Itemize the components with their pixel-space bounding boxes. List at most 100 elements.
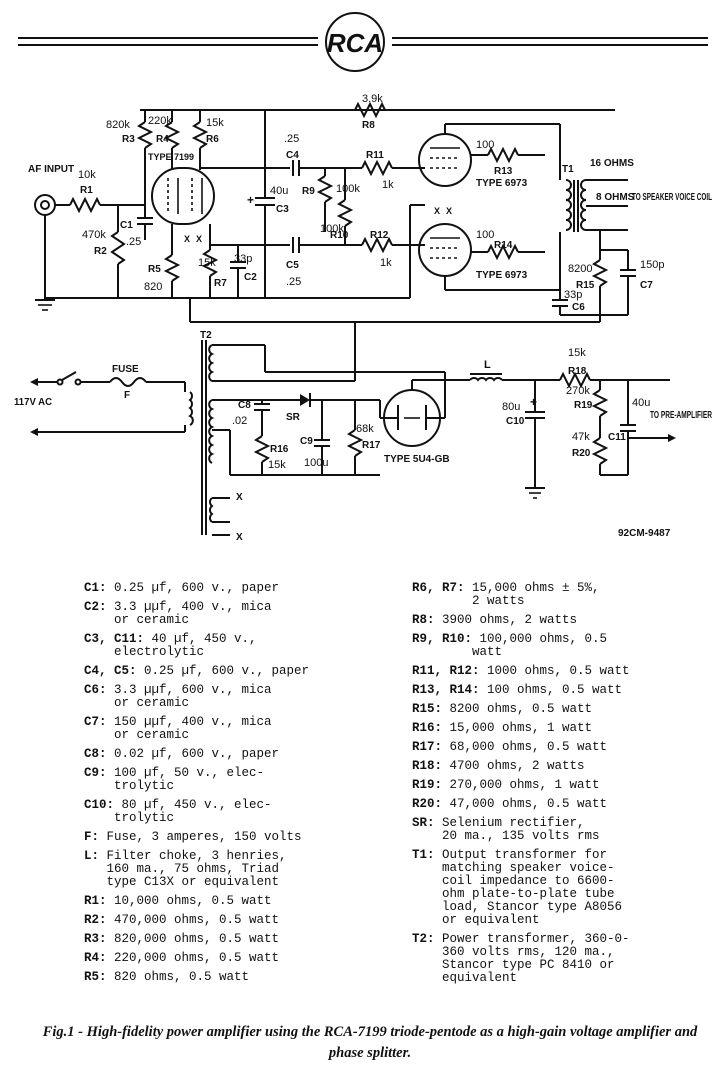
svg-text:+: + (530, 395, 537, 409)
svg-text:47k: 47k (572, 431, 590, 443)
svg-text:R1: R1 (80, 185, 93, 196)
svg-text:1k: 1k (380, 257, 392, 269)
filter-choke (469, 377, 503, 382)
part-symbol: C4, C5: (84, 664, 137, 678)
svg-text:270k: 270k (566, 385, 590, 397)
part-symbol: C10: (84, 798, 115, 812)
svg-text:R19: R19 (574, 400, 593, 411)
svg-text:R20: R20 (572, 448, 591, 459)
mains-label: 117V AC (14, 397, 52, 408)
parts-list-entry: R17: 68,000 ohms, 0.5 watt (412, 741, 712, 754)
part-symbol: C8: (84, 747, 107, 761)
svg-text:R10: R10 (330, 230, 349, 241)
svg-text:100k: 100k (320, 223, 344, 235)
part-symbol: C6: (84, 683, 107, 697)
svg-text:R17: R17 (362, 440, 381, 451)
svg-text:C10: C10 (506, 416, 525, 427)
parts-list-entry: L: Filter choke, 3 henries, 160 ma., 75 … (84, 850, 384, 889)
svg-text:C11: C11 (608, 432, 626, 443)
part-description: Output transformer for matching speaker … (442, 848, 623, 927)
svg-text:.25: .25 (126, 236, 141, 248)
svg-text:FUSE: FUSE (112, 364, 139, 375)
parts-list-entry: R9, R10: 100,000 ohms, 0.5 watt (412, 633, 712, 659)
part-description: Selenium rectifier, 20 ma., 135 volts rm… (442, 816, 600, 843)
svg-text:R11: R11 (366, 150, 384, 161)
parts-list-entry: C1: 0.25 µf, 600 v., paper (84, 582, 384, 595)
parts-list-entry: C9: 100 µf, 50 v., elec- trolytic (84, 767, 384, 793)
part-description: Fuse, 3 amperes, 150 volts (99, 830, 302, 844)
svg-text:+: + (247, 193, 254, 207)
part-symbol: R20: (412, 797, 443, 811)
parts-list-entry: C3, C11: 40 µf, 450 v., electrolytic (84, 633, 384, 659)
svg-text:R6: R6 (206, 134, 219, 145)
svg-text:TYPE 6973: TYPE 6973 (476, 270, 528, 281)
svg-text:X: X (184, 234, 190, 244)
svg-text:.02: .02 (232, 415, 247, 427)
svg-text:C7: C7 (640, 280, 653, 291)
svg-text:L: L (484, 359, 491, 371)
part-description: 40 µf, 450 v., electrolytic (114, 632, 257, 659)
tube-6973-upper (418, 133, 472, 187)
svg-text:C2: C2 (244, 272, 257, 283)
part-description: Power transformer, 360-0- 360 volts rms,… (442, 932, 630, 985)
r1-resistor (69, 196, 101, 214)
svg-text:68k: 68k (356, 423, 374, 435)
part-symbol: T2: (412, 932, 435, 946)
svg-text:X: X (434, 206, 440, 216)
part-description: 0.25 µf, 600 v., paper (106, 581, 280, 595)
svg-text:.25: .25 (284, 133, 299, 145)
part-symbol: R19: (412, 778, 443, 792)
part-description: 270,000 ohms, 1 watt (442, 778, 600, 792)
r20-resistor (591, 437, 609, 465)
output-transformer-t1 (565, 179, 587, 232)
parts-list-entry: R1: 10,000 ohms, 0.5 watt (84, 895, 384, 908)
r8-resistor (354, 101, 386, 119)
figure-caption: Fig.1 - High-fidelity power amplifier us… (42, 1024, 698, 1061)
part-symbol: T1: (412, 848, 435, 862)
parts-list-entry: C4, C5: 0.25 µf, 600 v., paper (84, 665, 384, 678)
part-description: 15,000 ohms ± 5%, 2 watts (472, 581, 600, 608)
parts-list-entry: R4: 220,000 ohms, 0.5 watt (84, 952, 384, 965)
selenium-rectifier (300, 394, 310, 406)
drawing-number: 92CM-9487 (618, 528, 671, 539)
svg-text:100u: 100u (304, 457, 328, 469)
r11-resistor (361, 159, 393, 177)
svg-text:33p: 33p (564, 289, 582, 301)
svg-text:33p: 33p (234, 253, 252, 265)
svg-text:1k: 1k (382, 179, 394, 191)
svg-text:100: 100 (476, 229, 494, 241)
part-symbol: C9: (84, 766, 107, 780)
part-description: 3.3 µµf, 400 v., mica or ceramic (114, 600, 272, 627)
svg-text:SR: SR (286, 412, 301, 423)
r4-resistor (163, 121, 181, 149)
svg-text:R3: R3 (122, 134, 135, 145)
parts-list-entry: SR: Selenium rectifier, 20 ma., 135 volt… (412, 817, 712, 843)
svg-text:X: X (196, 234, 202, 244)
svg-text:X: X (236, 492, 243, 503)
amplifier-schematic: RCA AF INPUT 10k R1 470k R2 C1 .25 3.9k … (14, 12, 713, 543)
svg-text:3.9k: 3.9k (362, 93, 383, 105)
part-description: 3900 ohms, 2 watts (434, 613, 578, 627)
r17-resistor (346, 429, 364, 457)
svg-text:820: 820 (144, 281, 162, 293)
parts-list-entry: R19: 270,000 ohms, 1 watt (412, 779, 712, 792)
part-symbol: R1: (84, 894, 107, 908)
part-symbol: SR: (412, 816, 435, 830)
part-description: 820,000 ohms, 0.5 watt (106, 932, 280, 946)
parts-list-entry: R18: 4700 ohms, 2 watts (412, 760, 712, 773)
svg-text:F: F (124, 390, 130, 401)
part-symbol: R8: (412, 613, 435, 627)
parts-list-entry: R8: 3900 ohms, 2 watts (412, 614, 712, 627)
parts-list-entry: R16: 15,000 ohms, 1 watt (412, 722, 712, 735)
r13-resistor (487, 146, 519, 164)
svg-text:R16: R16 (270, 444, 289, 455)
svg-text:100k: 100k (336, 183, 360, 195)
svg-text:R4: R4 (156, 134, 169, 145)
svg-text:C5: C5 (286, 260, 299, 271)
parts-list-entry: C10: 80 µf, 450 v., elec- trolytic (84, 799, 384, 825)
part-symbol: C7: (84, 715, 107, 729)
svg-text:TYPE 6973: TYPE 6973 (476, 178, 528, 189)
svg-text:10k: 10k (78, 169, 96, 181)
part-description: 100 ohms, 0.5 watt (479, 683, 623, 697)
